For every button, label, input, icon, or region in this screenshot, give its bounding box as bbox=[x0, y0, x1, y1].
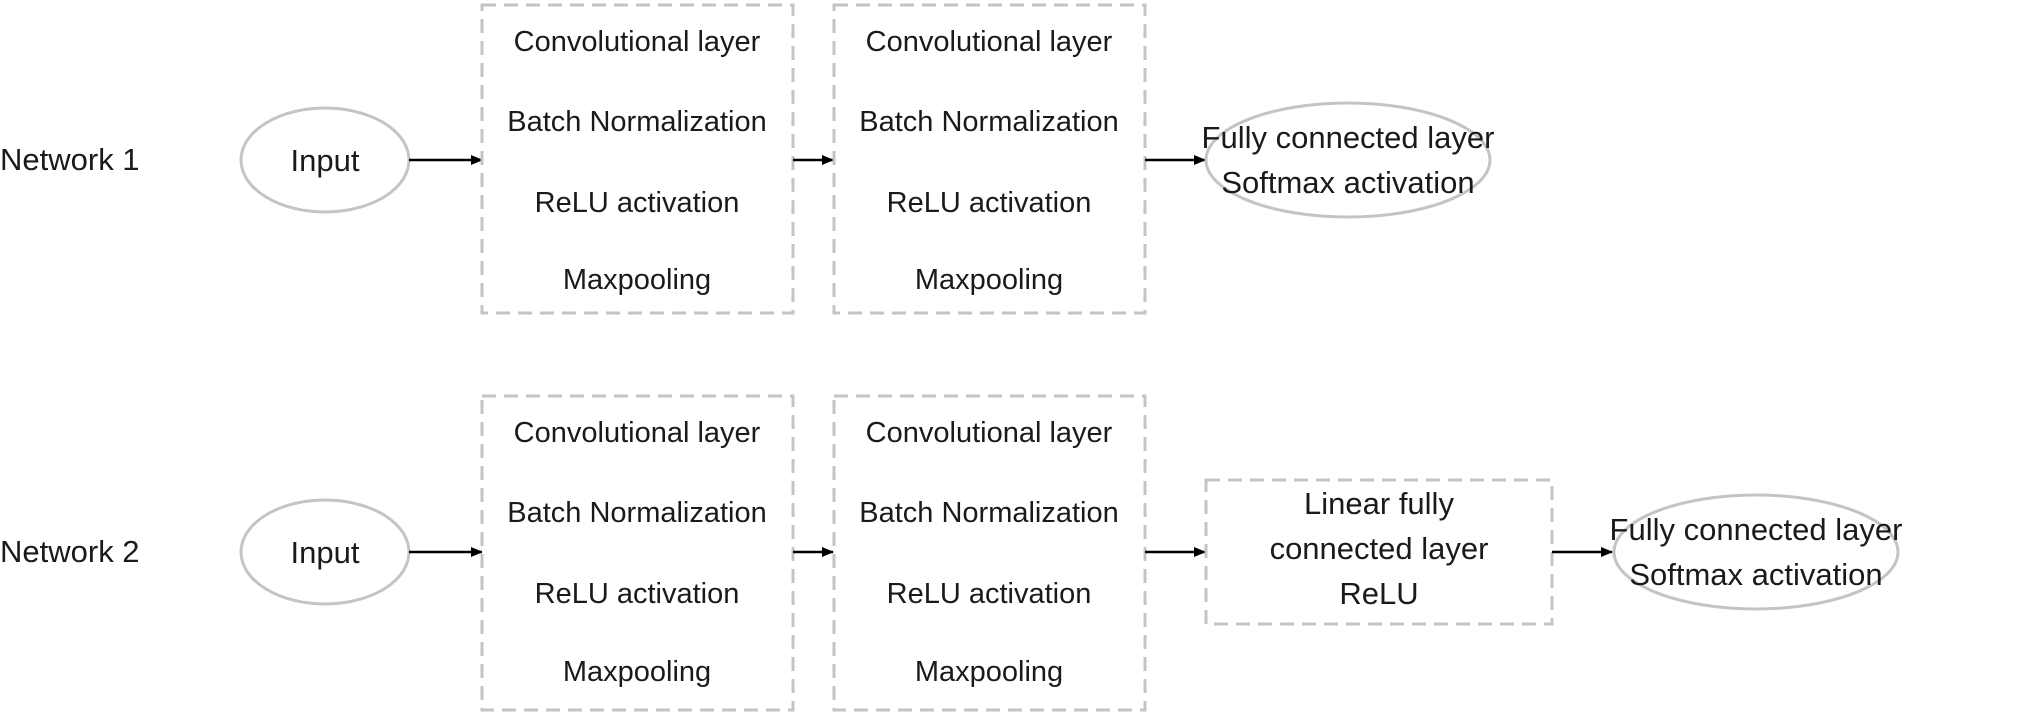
network-2-block1-relu-label: ReLU activation bbox=[535, 578, 740, 610]
network-1-block1-batchnorm-label: Batch Normalization bbox=[507, 106, 767, 138]
network-2-block1-conv-label: Convolutional layer bbox=[514, 417, 761, 449]
network-1-conv-block-2 bbox=[832, 3, 1147, 315]
network-2-output-node bbox=[1612, 493, 1900, 611]
network-1-input-label: Input bbox=[291, 143, 360, 178]
network-2-input-label: Input bbox=[291, 535, 360, 570]
network-2-block2-batchnorm-label: Batch Normalization bbox=[859, 497, 1119, 529]
network-2-conv-block-1 bbox=[480, 394, 795, 712]
network-2-block2-relu-label: ReLU activation bbox=[887, 578, 1092, 610]
network-1-block1-maxpool-label: Maxpooling bbox=[563, 264, 711, 296]
network-1-block2-maxpool-label: Maxpooling bbox=[915, 264, 1063, 296]
network-1-conv-block-1 bbox=[480, 3, 795, 315]
network-2-linear-fc-block bbox=[1204, 478, 1554, 626]
network-2-block2-conv-label: Convolutional layer bbox=[866, 417, 1113, 449]
network-1-row: Network 1 Input Convolutional layer Batc… bbox=[0, 3, 1495, 315]
network-2-block2-maxpool-label: Maxpooling bbox=[915, 656, 1063, 688]
network-2-label: Network 2 bbox=[0, 534, 140, 569]
network-2-output-line-1: Fully connected layer bbox=[1610, 512, 1903, 547]
network-1-label: Network 1 bbox=[0, 142, 140, 177]
network-1-output-line-2: Softmax activation bbox=[1221, 165, 1474, 200]
network-2-conv-block-2 bbox=[832, 394, 1147, 712]
network-1-block2-relu-label: ReLU activation bbox=[887, 187, 1092, 219]
network-1-output-line-1: Fully connected layer bbox=[1202, 120, 1495, 155]
network-2-output-line-2: Softmax activation bbox=[1629, 557, 1882, 592]
network-2-linear-line-3: ReLU bbox=[1339, 576, 1418, 611]
network-1-output-node bbox=[1204, 101, 1492, 219]
network-1-block2-conv-label: Convolutional layer bbox=[866, 26, 1113, 58]
network-2-linear-line-1: Linear fully bbox=[1304, 486, 1454, 521]
network-1-block2-batchnorm-label: Batch Normalization bbox=[859, 106, 1119, 138]
network-1-block1-relu-label: ReLU activation bbox=[535, 187, 740, 219]
network-2-row: Network 2 Input Convolutional layer Batc… bbox=[0, 394, 1903, 712]
network-1-block1-conv-label: Convolutional layer bbox=[514, 26, 761, 58]
network-2-block1-batchnorm-label: Batch Normalization bbox=[507, 497, 767, 529]
network-2-block1-maxpool-label: Maxpooling bbox=[563, 656, 711, 688]
network-2-linear-line-2: connected layer bbox=[1270, 531, 1489, 566]
